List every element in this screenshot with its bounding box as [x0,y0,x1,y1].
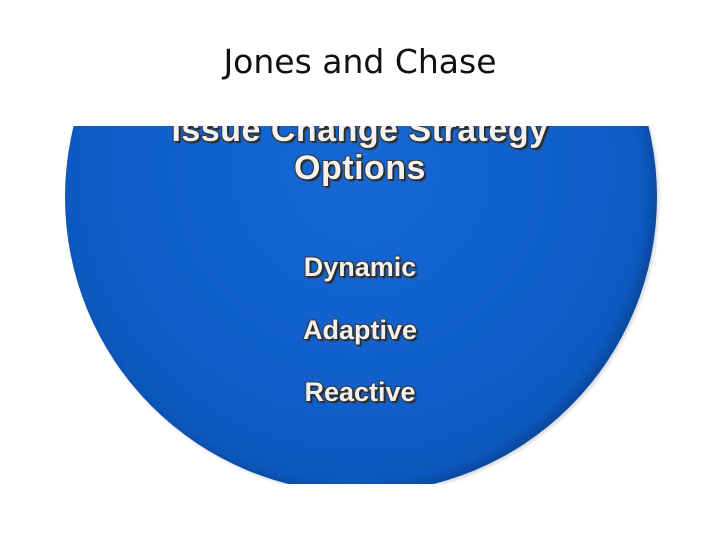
strategy-options-figure: Issue Change Strategy Options Dynamic Ad… [52,126,668,484]
slide-title: Jones and Chase [223,42,497,81]
figure-heading-line1: Issue Change Strategy [171,126,549,149]
option-adaptive: Adaptive [302,315,418,345]
option-reactive: Reactive [304,377,416,407]
figure-heading-line2: Options [294,149,426,187]
option-dynamic: Dynamic [303,252,417,282]
